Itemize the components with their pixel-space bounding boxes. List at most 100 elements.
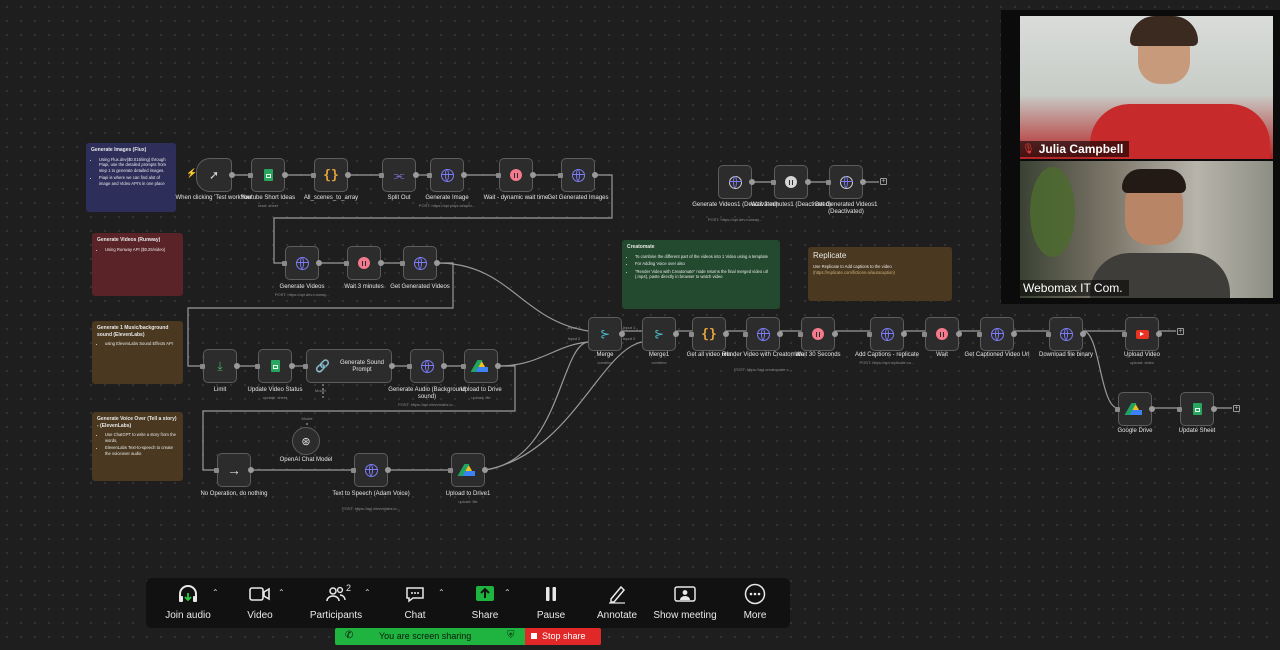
video-camera-icon (249, 587, 270, 601)
node-get-generated-videos1[interactable] (826, 165, 866, 199)
node-generate-image[interactable] (427, 158, 467, 192)
node-upload-to-drive[interactable] (461, 349, 501, 383)
globe-icon (420, 359, 434, 373)
node-wait-3-minutes[interactable] (344, 246, 384, 280)
pencil-icon (609, 585, 626, 604)
node-upload-to-drive1[interactable] (448, 453, 488, 487)
chevron-up-icon[interactable]: ⌃ (278, 588, 285, 597)
node-merge1[interactable]: ⊱ (642, 317, 679, 351)
more-button[interactable]: More (738, 578, 772, 628)
node-text-to-speech[interactable] (351, 453, 391, 487)
add-node-icon[interactable]: + (880, 178, 887, 185)
node-add-captions[interactable] (867, 317, 907, 351)
globe-icon (728, 175, 742, 189)
globe-icon (880, 327, 894, 341)
google-drive-icon (461, 464, 475, 476)
node-label: All_scenes_to_array (303, 195, 359, 201)
participant-name: Webomax IT Com. (1023, 281, 1123, 295)
node-sublabel: combine (651, 360, 667, 365)
stop-share-label: Stop share (542, 631, 586, 641)
node-label: Split Out (387, 195, 411, 201)
video-button[interactable]: Video (240, 578, 280, 628)
sticky-note-voice[interactable]: Generate Voice Over (Tell a story) - (El… (92, 412, 183, 481)
node-generate-sound-prompt[interactable]: 🔗 Generate Sound Prompt (303, 349, 395, 383)
join-audio-button[interactable]: Join audio (160, 578, 216, 628)
trigger-bolt-icon: ⚡ (186, 168, 198, 178)
sticky-note-videos[interactable]: Generate Videos (Runway) Using Runway AP… (92, 233, 183, 296)
node-generate-videos[interactable] (282, 246, 322, 280)
node-sublabel: upload: video (1130, 360, 1154, 365)
chat-button[interactable]: Chat (398, 578, 432, 628)
add-node-icon[interactable]: + (1233, 405, 1240, 412)
participant-video-webomax[interactable]: Webomax IT Com. (1020, 161, 1273, 298)
node-label: Wait 3 minutes1 (Deactivated) (750, 202, 832, 208)
participants-button[interactable]: Participants (306, 578, 366, 628)
globe-icon (756, 327, 770, 341)
node-wait-dynamic[interactable] (496, 158, 536, 192)
node-get-generated-videos[interactable] (400, 246, 440, 280)
participant-hair (1122, 169, 1186, 193)
node-label: No Operation, do nothing (200, 491, 268, 497)
cursor-icon: ➚ (208, 168, 220, 182)
pause-icon (936, 328, 948, 340)
code-braces-icon: {} (323, 167, 339, 183)
node-limit[interactable]: ⤓ (200, 349, 240, 383)
note-item: "Render Video with Creatomate" node retu… (635, 269, 775, 280)
participant-video-julia[interactable]: 🎙 Julia Campbell (1020, 16, 1273, 159)
node-split-out[interactable]: ⫘ (379, 158, 419, 192)
node-upload-video[interactable] (1122, 317, 1162, 351)
annotate-button[interactable]: Annotate (594, 578, 640, 628)
stop-share-button[interactable]: Stop share (525, 628, 601, 645)
node-youtube-short-ideas[interactable] (248, 158, 288, 192)
add-node-icon[interactable]: + (1177, 328, 1184, 335)
globe-icon (1059, 327, 1073, 341)
node-sublabel: POST: https://api.dev.runway... (274, 292, 330, 297)
sticky-note-images[interactable]: Generate Images (Flux) Using Flux.dev($0… (86, 143, 176, 212)
node-render-video[interactable] (743, 317, 783, 351)
node-generate-videos1[interactable] (718, 165, 755, 199)
node-generate-audio[interactable] (407, 349, 447, 383)
sticky-note-creatomate[interactable]: Creatomate To combine the different part… (622, 240, 780, 309)
node-get-all-video-urls[interactable]: {} (689, 317, 729, 351)
sticky-note-replicate[interactable]: Replicate Use Replicate to Add captions … (808, 247, 952, 301)
sticky-note-music[interactable]: Generate 1 Music/background sound (Eleve… (92, 321, 183, 384)
node-get-captioned-video-url[interactable] (977, 317, 1017, 351)
pause-icon (546, 587, 556, 601)
node-get-generated-images[interactable] (558, 158, 598, 192)
share-button[interactable]: Share (468, 578, 502, 628)
name-tag: 🎙 Julia Campbell (1020, 141, 1130, 157)
chevron-up-icon[interactable]: ⌃ (364, 588, 371, 597)
node-no-operation[interactable]: → (214, 453, 254, 487)
node-label: Wait - dynamic wait time (483, 195, 549, 201)
node-wait-3-minutes1[interactable] (771, 165, 811, 199)
chat-bubble-icon (406, 587, 424, 603)
node-update-video-status[interactable] (255, 349, 295, 383)
node-update-sheet[interactable] (1177, 392, 1217, 426)
node-all-scenes[interactable]: {} (311, 158, 351, 192)
button-label: Annotate (596, 610, 638, 621)
chevron-up-icon[interactable]: ⌃ (438, 588, 445, 597)
node-openai-chat-model[interactable]: ⊛ (292, 427, 320, 455)
node-wait-30-seconds[interactable] (798, 317, 838, 351)
note-item: Piapi is where we can find alot of image… (99, 175, 171, 186)
show-meeting-button[interactable]: Show meeting (652, 578, 718, 628)
node-sublabel: POST: https://api.replicate.co... (859, 360, 915, 365)
merge-input-label: Input 1 (623, 325, 636, 330)
node-label: Wait (936, 352, 948, 358)
node-merge[interactable]: ⊱ (588, 317, 625, 351)
pause-share-button[interactable]: Pause (534, 578, 568, 628)
node-label: Get Captioned Video Url (964, 352, 1030, 358)
node-download-file-binary[interactable] (1046, 317, 1086, 351)
node-trigger[interactable]: ➚ (196, 158, 235, 192)
chevron-up-icon[interactable]: ⌃ (504, 588, 511, 597)
merge-input-label: Input 2 (623, 336, 636, 341)
globe-icon (990, 327, 1004, 341)
node-google-drive[interactable] (1115, 392, 1155, 426)
participant-name: Julia Campbell (1038, 142, 1124, 156)
chevron-up-icon[interactable]: ⌃ (212, 588, 219, 597)
node-wait[interactable] (922, 317, 962, 351)
screen-sharing-status[interactable]: ✆ You are screen sharing ⛨ (335, 628, 525, 645)
note-title: Replicate (813, 251, 847, 260)
node-label: Wait 3 minutes (344, 284, 384, 290)
